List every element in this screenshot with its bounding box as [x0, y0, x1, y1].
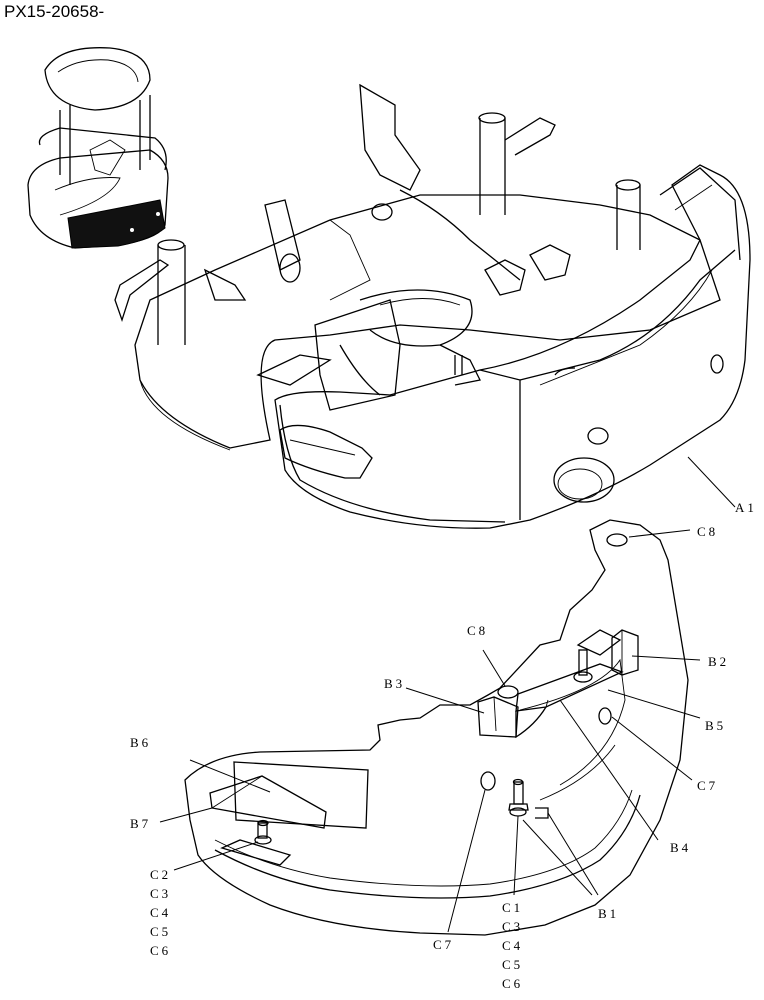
part-b7 — [209, 775, 327, 829]
label-c6: C6 — [150, 943, 171, 958]
callout-labels: A1 C8 C8 B3 B2 B5 C7 B4 B6 B7 B1 C7 C2 C… — [130, 500, 757, 991]
part-b6 — [233, 761, 369, 829]
part-b4 — [515, 663, 624, 712]
hole-c8-mid — [497, 685, 519, 699]
label-a1: A1 — [735, 500, 757, 515]
hole-c7-lower — [480, 771, 496, 791]
label-c5: C5 — [502, 957, 523, 972]
lower-counterweight-exploded — [184, 519, 689, 936]
label-c7-right: C7 — [697, 778, 718, 793]
label-b7: B7 — [130, 816, 151, 831]
label-group-c1: C1 C3 C4 C5 C6 — [502, 900, 523, 991]
part-b1 — [535, 807, 549, 819]
label-c4: C4 — [150, 905, 171, 920]
hole-c7-right — [598, 707, 612, 725]
label-c2: C2 — [150, 867, 171, 882]
label-c1: C1 — [502, 900, 523, 915]
machine-overview-inset — [27, 47, 169, 249]
label-c5: C5 — [150, 924, 171, 939]
label-c3: C3 — [150, 886, 171, 901]
label-b4: B4 — [670, 840, 691, 855]
leader-lines — [159, 456, 736, 933]
counterweight-a1 — [274, 164, 751, 529]
label-c7-bottom: C7 — [433, 937, 454, 952]
label-b3: B3 — [384, 676, 405, 691]
bolt-c2 — [254, 819, 272, 845]
label-b1: B1 — [598, 906, 619, 921]
label-b5: B5 — [705, 718, 726, 733]
label-c8-top: C8 — [697, 524, 718, 539]
label-b6: B6 — [130, 735, 151, 750]
label-b2: B2 — [708, 654, 729, 669]
upper-frame-assembly — [114, 83, 751, 529]
inset-highlighted-counterweight — [67, 199, 166, 249]
bolt-c1 — [508, 778, 529, 817]
label-c6: C6 — [502, 976, 523, 991]
label-c4: C4 — [502, 938, 523, 953]
part-b5 — [576, 629, 622, 656]
label-group-c2: C2 C3 C4 C5 C6 — [150, 867, 171, 958]
label-c8-mid: C8 — [467, 623, 488, 638]
document-id: PX15-20658- — [4, 2, 105, 21]
part-b2 — [611, 629, 639, 676]
part-b3 — [477, 696, 519, 738]
label-c3: C3 — [502, 919, 523, 934]
